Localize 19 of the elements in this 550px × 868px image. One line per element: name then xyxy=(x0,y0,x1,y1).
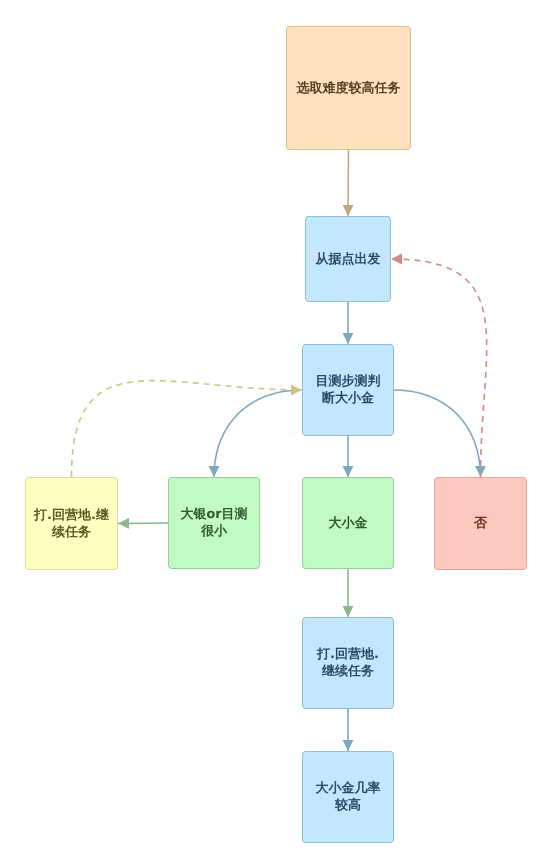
arrow xyxy=(394,389,486,478)
arrow xyxy=(209,389,302,478)
process-box: 目测步测判断大小金 xyxy=(302,344,394,436)
process-box: 从据点出发 xyxy=(305,216,391,302)
arrow xyxy=(342,709,354,751)
process-box: 大银or目测很小 xyxy=(168,477,260,569)
process-box: 大小金 xyxy=(302,477,394,569)
process-box: 选取难度较高任务 xyxy=(286,26,411,150)
arrow xyxy=(342,302,354,344)
arrow xyxy=(390,254,488,478)
process-box: 否 xyxy=(434,477,527,570)
process-box: 打.回营地.继续任务 xyxy=(302,617,394,709)
arrow xyxy=(342,569,354,617)
arrow xyxy=(342,436,354,477)
arrow xyxy=(342,150,354,216)
process-box: 大小金几率较高 xyxy=(302,751,394,843)
arrow xyxy=(118,518,168,529)
arrow xyxy=(70,380,302,478)
process-box: 打.回营地.继续任务 xyxy=(25,477,118,570)
